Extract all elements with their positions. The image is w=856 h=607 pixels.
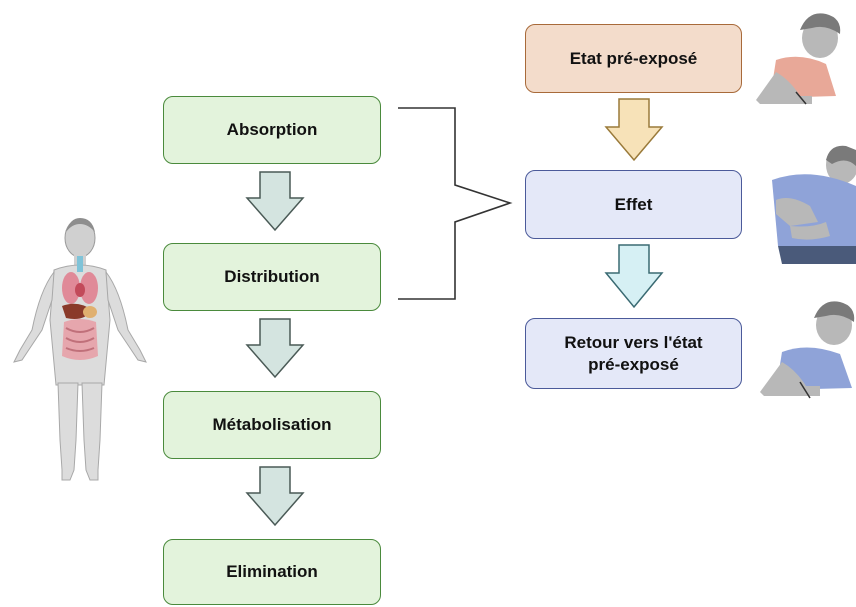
person-writing-icon [760, 301, 855, 399]
process-step-elimination: Elimination [163, 539, 381, 605]
process-step-distribution: Distribution [163, 243, 381, 311]
human-body-organs-icon [13, 218, 147, 481]
state-label-line2: pré-exposé [588, 354, 679, 374]
down-arrow-icon [245, 171, 305, 232]
state-label: Etat pré-exposé [569, 48, 698, 68]
process-step-metabolisation: Métabolisation [163, 391, 381, 459]
state-label: Effet [614, 194, 653, 214]
down-arrow-icon [245, 318, 305, 379]
process-step-absorption: Absorption [163, 96, 381, 164]
process-step-label: Métabolisation [212, 415, 332, 434]
process-step-label: Elimination [226, 562, 318, 581]
state-label-line1: Retour vers l'état [564, 332, 703, 352]
person-stomach-ache-icon [772, 145, 856, 264]
down-arrow-icon [604, 98, 664, 162]
down-arrow-icon [245, 466, 305, 527]
state-pre-exposed: Etat pré-exposé [525, 24, 742, 93]
down-arrow-icon [604, 244, 664, 309]
state-return: Retour vers l'état pré-exposé [525, 318, 742, 389]
person-writing-icon [756, 13, 841, 105]
state-effect: Effet [525, 170, 742, 239]
bracket-connector [398, 107, 513, 300]
process-step-label: Absorption [226, 120, 318, 139]
process-step-label: Distribution [224, 267, 320, 286]
